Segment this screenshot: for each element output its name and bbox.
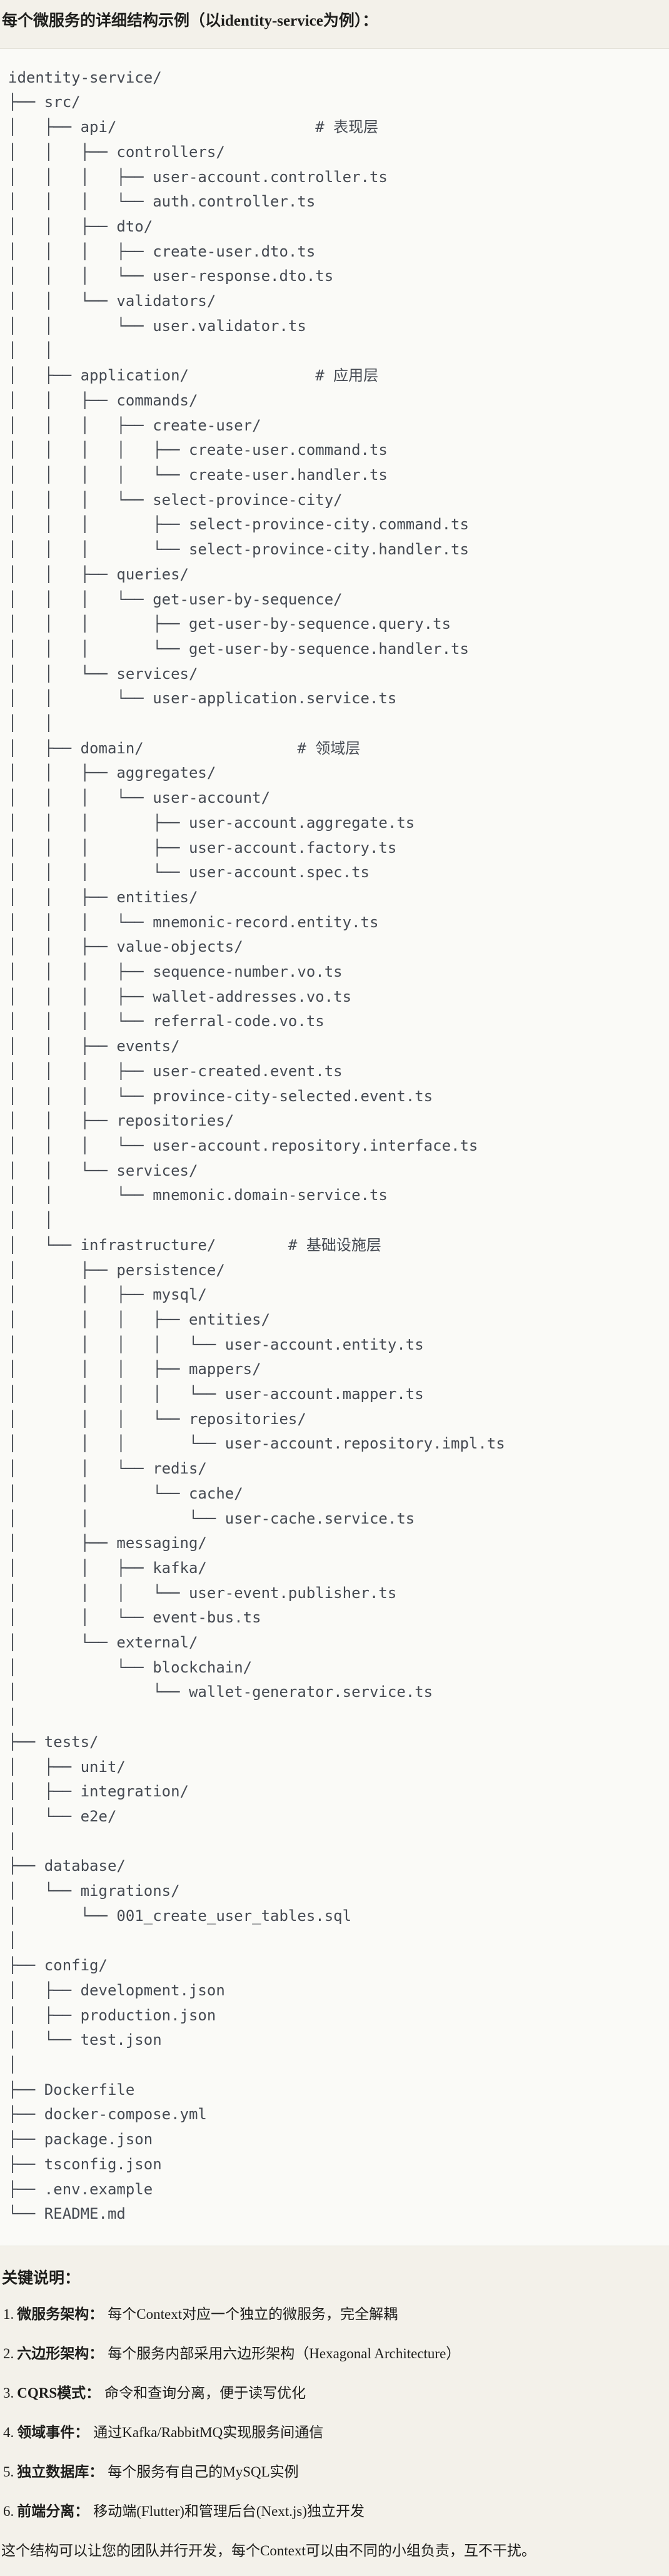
note-label: 独立数据库 [17,2463,89,2480]
note-text: 通过Kafka/RabbitMQ实现服务间通信 [93,2425,324,2441]
note-item-2: 2.六边形架构：每个服务内部采用六边形架构（Hexagonal Architec… [3,2344,669,2363]
notes-list: 1.微服务架构：每个Context对应一个独立的微服务，完全解耦 2.六边形架构… [0,2305,669,2520]
note-separator: ： [86,2385,101,2401]
note-item-5: 5.独立数据库：每个服务有自己的MySQL实例 [3,2463,669,2482]
note-number: 4. [3,2425,14,2441]
note-text: 移动端(Flutter)和管理后台(Next.js)独立开发 [93,2503,365,2519]
note-separator: ： [89,2463,104,2480]
note-label: CQRS模式 [17,2385,86,2401]
note-separator: ： [89,2346,104,2362]
note-text: 每个Context对应一个独立的微服务，完全解耦 [108,2306,398,2323]
note-separator: ： [74,2425,89,2441]
note-number: 6. [3,2503,14,2519]
note-label: 微服务架构 [17,2306,89,2323]
directory-tree: identity-service/ ├── src/ │ ├── api/ # … [8,68,505,2223]
notes-heading: 关键说明： [2,2269,81,2287]
note-text: 每个服务内部采用六边形架构（Hexagonal Architecture） [108,2346,461,2362]
note-separator: ： [89,2306,104,2323]
note-number: 3. [3,2385,14,2401]
note-number: 5. [3,2463,14,2480]
note-label: 领域事件 [17,2425,75,2441]
note-separator: ： [74,2503,89,2519]
note-label: 六边形架构 [17,2346,89,2362]
note-item-4: 4.领域事件：通过Kafka/RabbitMQ实现服务间通信 [3,2423,669,2442]
note-label: 前端分离 [17,2503,75,2519]
page-title: 每个微服务的详细结构示例（以identity-service为例）： [2,13,378,29]
note-text: 命令和查询分离，便于读写优化 [104,2385,306,2401]
note-number: 2. [3,2346,14,2362]
note-text: 每个服务有自己的MySQL实例 [108,2463,299,2480]
note-item-1: 1.微服务架构：每个Context对应一个独立的微服务，完全解耦 [3,2305,669,2324]
note-item-6: 6.前端分离：移动端(Flutter)和管理后台(Next.js)独立开发 [3,2502,669,2521]
note-number: 1. [3,2306,14,2323]
directory-tree-code-block: identity-service/ ├── src/ │ ├── api/ # … [0,48,669,2246]
closing-paragraph: 这个结构可以让您的团队并行开发，每个Context可以由不同的小组负责，互不干扰… [1,2542,536,2558]
note-item-3: 3.CQRS模式：命令和查询分离，便于读写优化 [3,2384,669,2403]
